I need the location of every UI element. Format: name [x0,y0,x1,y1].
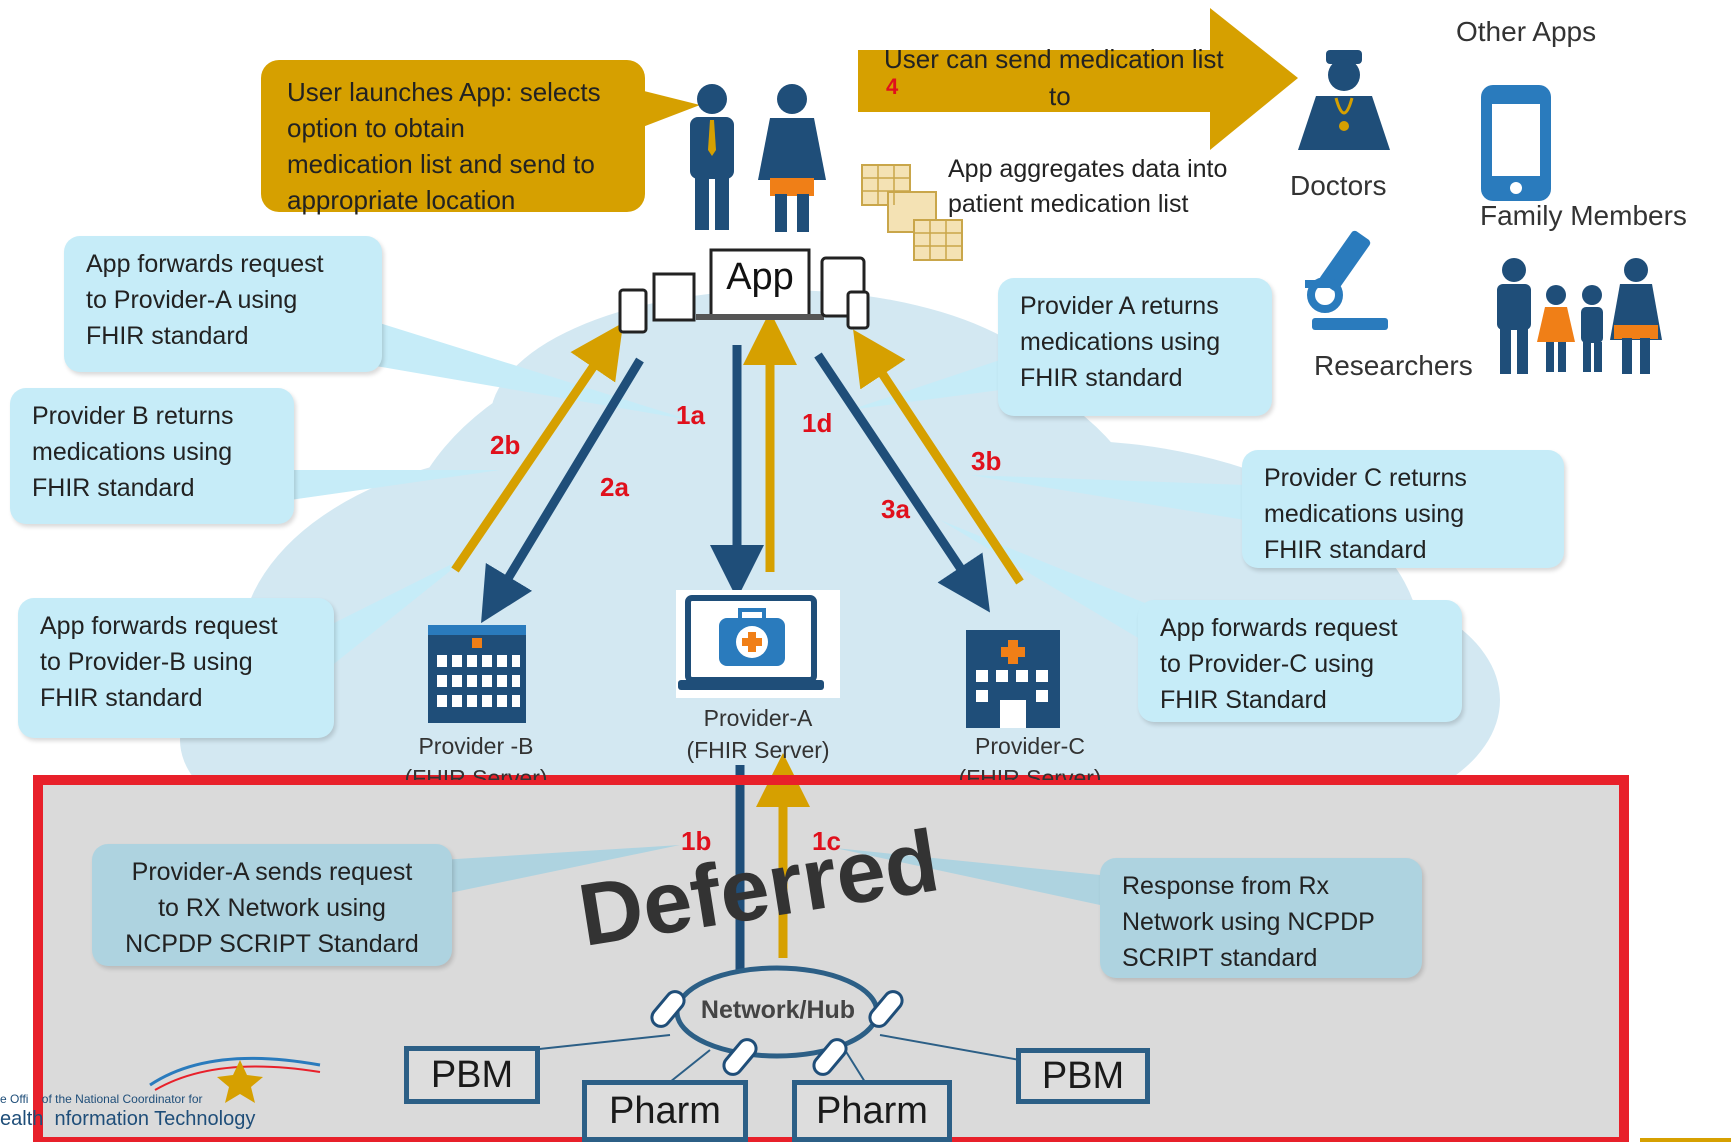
bubble-tails [290,90,1245,905]
footer-org-line1: e Offi of the National Coordinator for [0,1092,203,1106]
app-label: App [726,256,794,298]
step-3b: 3b [971,446,1002,476]
user-icon [690,84,734,230]
step-1a: 1a [676,400,705,430]
provider-c-hospital-icon [966,630,1060,728]
devices-icon [618,248,870,334]
provider-a-laptop-icon [676,590,840,698]
bubble-provider-b-returns: Provider B returns medications using FHI… [10,388,294,524]
aggregate-text: App aggregates data into patient medicat… [948,155,1228,218]
bubble-forward-provider-c: App forwards request to Provider-C using… [1138,600,1462,722]
doctors-label: Doctors [1290,170,1387,201]
bubble-provider-c-returns: Provider C returns medications using FHI… [1242,450,1564,568]
bubble-provider-a-returns: Provider A returns medications using FHI… [998,278,1272,416]
footer-org-line2: ealth nformation Technology [0,1108,256,1130]
step-1d: 1d [802,408,833,438]
pbm-right: PBM [1016,1048,1150,1104]
send-arrow [858,8,1298,150]
provider-b-building-icon [428,625,526,723]
arrow-3a [814,352,990,613]
bubble-provider-a-sends-rx: Provider-A sends request to RX Network u… [92,844,452,966]
step-2b: 2b [490,430,521,460]
arrow-2b [451,322,624,573]
arrow-2a [481,357,644,624]
family-members-label: Family Members [1480,200,1687,231]
user-female-icon [758,84,826,232]
provider-b-label: Provider -B (FHIR Server) [404,733,548,780]
launch-bubble: User launches App: selects option to obt… [261,60,645,215]
cloud-background [180,290,1500,850]
phone-icon [1481,85,1551,201]
step-1b: 1b [681,826,712,856]
microscope-icon [1305,230,1388,330]
step-1c: 1c [812,826,841,856]
researchers-label: Researchers [1314,350,1473,381]
pill-icon [650,990,904,1076]
bubble-forward-provider-b: App forwards request to Provider-B using… [18,598,334,738]
hub-label: Network/Hub [700,996,856,1024]
onc-logo-swoosh [149,1056,321,1103]
step-3a: 3a [881,494,910,524]
send-arrow-line2: to [1049,81,1071,111]
flow-arrows [451,311,1024,985]
data-tables-icon [861,164,963,261]
bubble-rx-response: Response from Rx Network using NCPDP SCR… [1100,858,1422,978]
step-4: 4 [886,74,899,99]
doctor-icon [1298,50,1390,150]
pharm-left: Pharm [582,1080,748,1142]
footer-rule [1640,1138,1731,1142]
other-apps-label: Other Apps [1456,16,1597,47]
bubble-forward-provider-a: App forwards request to Provider-A using… [64,236,382,372]
family-icon [1497,258,1662,374]
deferred-frame [33,775,1629,1142]
send-arrow-line1: User can send medication list [884,44,1224,74]
provider-a-label: Provider-A (FHIR Server) [686,705,830,763]
provider-c-label: Provider-C (FHIR Server) [958,733,1102,780]
pharm-right: Pharm [792,1080,952,1142]
step-2a: 2a [600,472,629,502]
pbm-left: PBM [404,1046,540,1104]
arrow-3b [853,329,1024,585]
